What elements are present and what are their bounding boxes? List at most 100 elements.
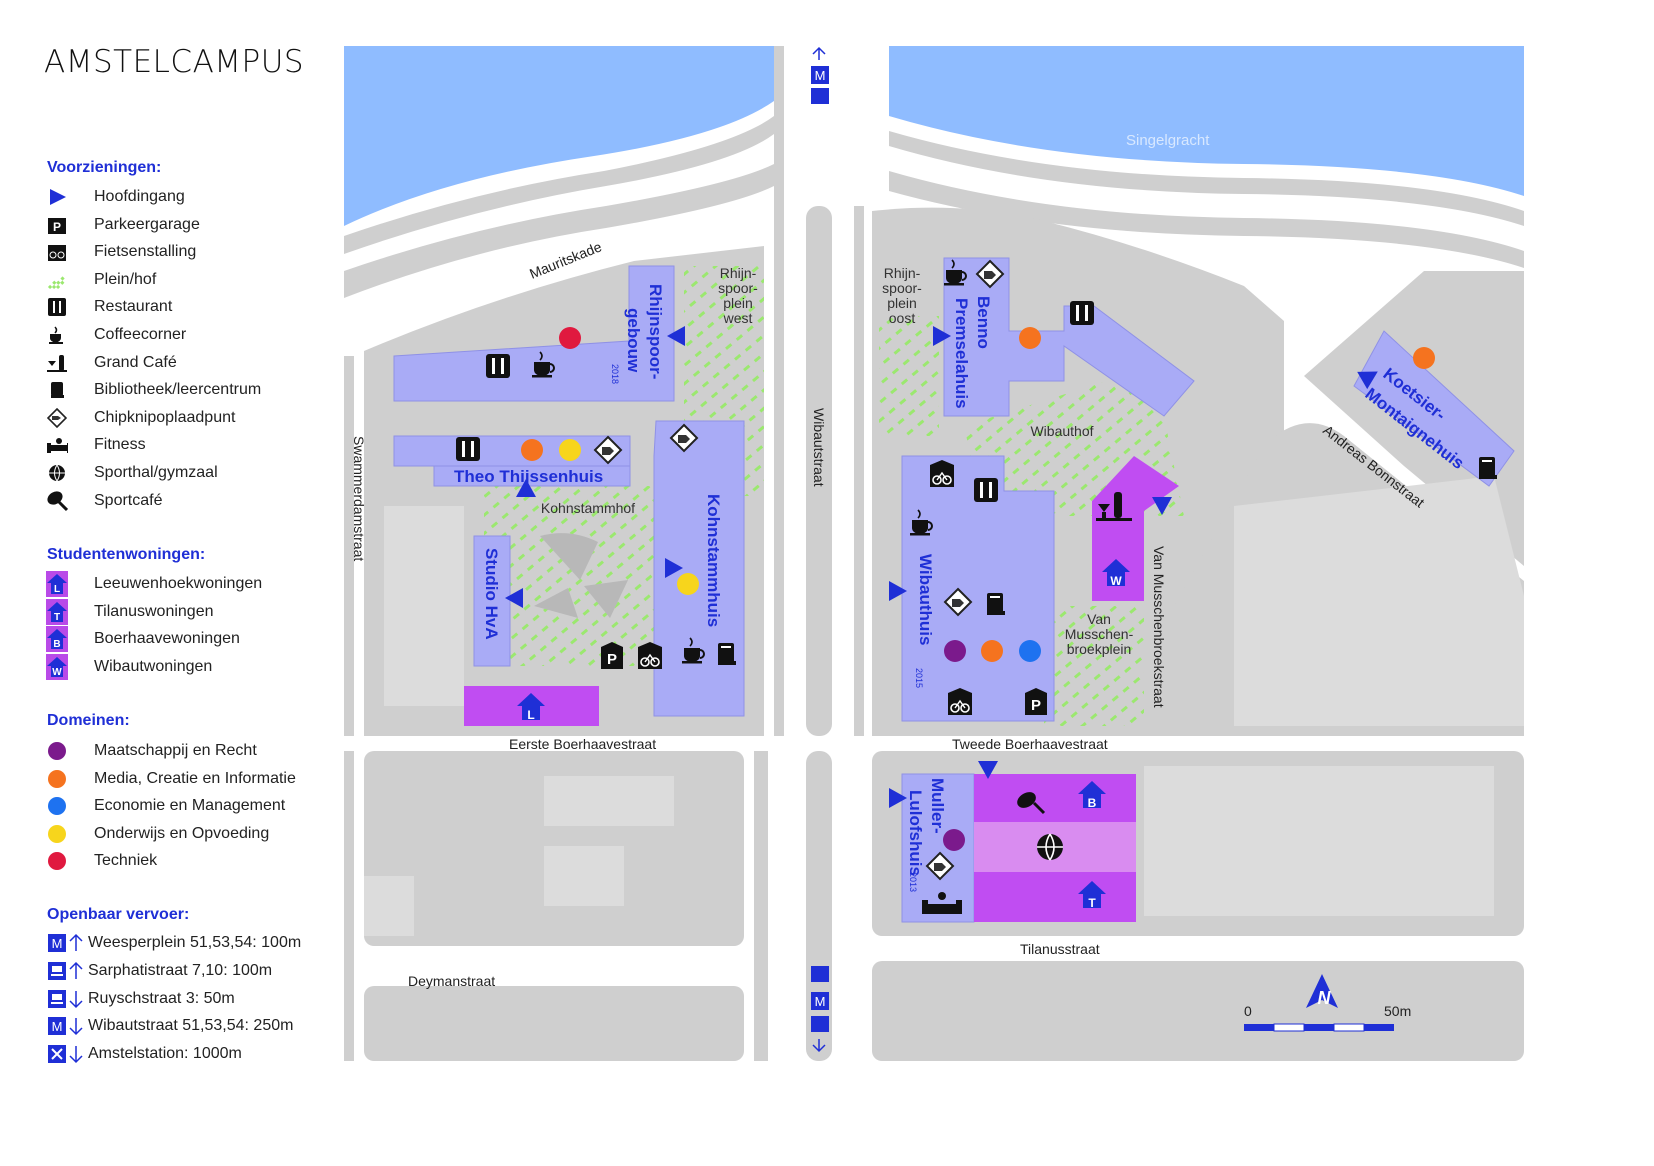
entrance-triangle-icon — [46, 186, 68, 208]
domain-dot-media-wibaut — [981, 640, 1003, 662]
domain-dot-icon — [46, 850, 68, 872]
canal-west — [344, 46, 774, 226]
tram-icon — [811, 88, 829, 104]
domain-dot-techniek — [559, 327, 581, 349]
svg-text:B: B — [53, 639, 60, 650]
building-wibauthuis[interactable] — [901, 455, 1055, 722]
legend-item-ov: Ruyschstraat 3: 50m — [46, 988, 336, 1012]
label-kohnstammhuis: Kohnstammhuis — [704, 494, 723, 627]
label-studio-hva: Studio HvA — [482, 548, 501, 640]
scale-bar: 0 50m — [1244, 1003, 1411, 1032]
building-benno-premselahuis[interactable] — [943, 257, 1195, 417]
label-muller-lulofshuis-year: 2013 — [908, 872, 918, 892]
block-s2 — [872, 961, 1524, 1061]
building-rhijnspoorgebouw[interactable] — [393, 265, 675, 402]
legend-item-label: Amstelstation: 1000m — [88, 1045, 242, 1063]
svg-text:T: T — [54, 612, 60, 623]
legend-item-label: Parkeergarage — [94, 215, 200, 233]
domain-dot-onderwijs-kohnstamm — [677, 573, 699, 595]
legend-item-voorziening: Hoofdingang — [46, 186, 336, 210]
arrow-down-icon — [68, 1044, 84, 1069]
campus-map[interactable]: P — [344, 46, 1524, 1061]
housing-icon: L — [46, 571, 68, 597]
legend-item-label: Bibliotheek/leercentrum — [94, 381, 262, 399]
train-icon — [46, 1043, 68, 1065]
housing-icon-wibaut: W — [1102, 559, 1130, 588]
legend-item-label: Maatschappij en Recht — [94, 742, 257, 759]
metro-icon: M — [46, 1015, 68, 1037]
arrow-up-icon — [68, 933, 84, 958]
svg-text:M: M — [52, 936, 63, 951]
street-wibautstraat: Wibautstraat — [811, 408, 827, 487]
building-kohnstammhuis[interactable] — [653, 420, 745, 717]
legend-heading-studentenwoningen: Studentenwoningen: — [47, 546, 206, 563]
domain-dot-media — [521, 439, 543, 461]
legend-item-voorziening: Sporthal/gymzaal — [46, 462, 336, 486]
label-rhijnspoorgebouw-2: gebouw — [624, 308, 643, 373]
legend-heading-domeinen: Domeinen: — [47, 712, 130, 729]
place-rhijnspoorplein-west-1: Rhijn- — [720, 265, 757, 281]
legend-item-ov: Sarphatistraat 7,10: 100m — [46, 960, 336, 984]
housing-tilanus[interactable] — [974, 872, 1136, 922]
tram-icon — [811, 966, 829, 982]
legend-item-voorziening: P Parkeergarage — [46, 214, 336, 238]
restaurant-icon — [46, 296, 68, 318]
sports-cafe-icon — [46, 490, 68, 512]
place-rhijnspoorplein-west-2: spoor- — [718, 280, 758, 296]
housing-boerhaave[interactable] — [974, 774, 1136, 822]
building-koetsier-montaignehuis[interactable] — [1353, 330, 1515, 487]
library-book-icon — [718, 643, 736, 665]
legend-item-voorziening: Coffeecorner — [46, 324, 336, 348]
legend-item-domein: Techniek — [46, 850, 336, 874]
label-muller-lulofshuis-2: Lulofshuis — [906, 790, 925, 876]
legend-item-domein: Media, Creatie en Informatie — [46, 768, 336, 792]
legend-item-label: Media, Creatie en Informatie — [94, 769, 296, 787]
building-theo-thijssenhuis[interactable] — [433, 465, 631, 487]
legend-item-ov: Amstelstation: 1000m — [46, 1043, 336, 1067]
legend-item-label: Fitness — [94, 436, 146, 454]
arrow-down-icon — [68, 1016, 84, 1041]
parking-garage-icon — [1025, 688, 1047, 715]
label-benno-premselahuis-1: Benno — [974, 296, 993, 349]
sports-cafe-icon — [1017, 792, 1046, 815]
library-book-icon — [987, 593, 1005, 615]
legend-item-voorziening: Plein/hof — [46, 269, 336, 293]
domain-dot-icon — [46, 823, 68, 845]
place-rhijnspoorplein-oost-1: Rhijn- — [884, 265, 921, 281]
street-tilanusstraat: Tilanusstraat — [1020, 941, 1100, 957]
housing-icon-tilanus: T — [1078, 881, 1106, 910]
tram-icon — [46, 960, 68, 982]
legend-item-label: Plein/hof — [94, 270, 157, 288]
plaza-van-musschenbroek — [1044, 606, 1144, 726]
restaurant-icon — [1070, 301, 1094, 325]
parking-garage-icon: P — [46, 214, 68, 236]
place-van-musschenbroekplein-3: broekplein — [1067, 641, 1132, 657]
bicycle-parking-icon — [46, 241, 68, 263]
place-rhijnspoorplein-west-4: west — [723, 310, 753, 326]
arrow-down-icon — [812, 1039, 826, 1053]
legend-item-label: Coffeecorner — [94, 326, 187, 343]
transit-bottom: M — [811, 966, 829, 1053]
legend-item-voorziening: Bibliotheek/leercentrum — [46, 379, 336, 403]
domain-dot-media-benno — [1019, 327, 1041, 349]
metro-letter-bottom: M — [815, 994, 826, 1009]
legend-item-label: Boerhaavewoningen — [94, 630, 240, 648]
legend-item-label: Economie en Management — [94, 797, 286, 815]
legend-item-label: Sporthal/gymzaal — [94, 464, 218, 481]
place-van-musschenbroekplein-1: Van — [1087, 611, 1111, 627]
metro-letter-top: M — [815, 68, 826, 83]
label-wibauthuis-year: 2015 — [914, 668, 924, 688]
street-van-musschenbroekstraat: Van Musschenbroekstraat — [1151, 546, 1167, 708]
place-rhijnspoorplein-west-3: plein — [723, 295, 753, 311]
building-studio-hva[interactable] — [473, 535, 511, 667]
transit-top: M — [811, 46, 829, 104]
housing-letter-b: B — [1088, 796, 1097, 810]
arrow-up-icon — [812, 46, 826, 60]
bicycle-parking-icon — [929, 459, 955, 488]
place-kohnstammhof: Kohnstammhof — [541, 500, 635, 516]
domain-dot-economie — [1019, 640, 1041, 662]
label-rhijnspoorgebouw-year: 2018 — [610, 364, 620, 384]
sports-hall-icon — [46, 462, 68, 484]
